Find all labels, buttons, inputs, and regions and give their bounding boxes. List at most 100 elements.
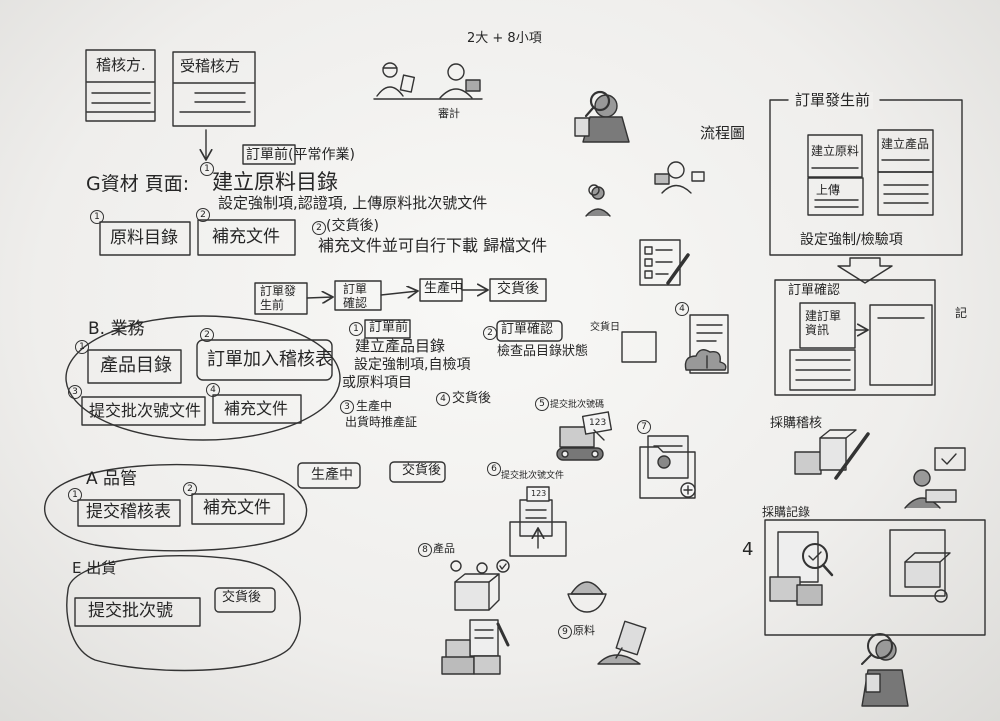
a-supplement-label: 補充文件	[203, 498, 271, 518]
b-note-marker: 4	[436, 392, 450, 406]
a-production-label: 生產中	[311, 467, 353, 483]
page-title: 2大 + 8小項	[467, 31, 542, 46]
submit-batch-doc-label: 提交批次號文件	[89, 401, 202, 420]
upload-label: 上傳	[816, 183, 841, 197]
g-after-detail: 補充文件並可自行下載 歸檔文件	[318, 236, 548, 255]
raw-material-marker: 9	[558, 625, 572, 639]
pre-order-title: 訂單發生前	[792, 91, 874, 110]
raw-material-catalog-label: 原料目錄	[110, 228, 178, 248]
stacked-boxes-icon	[441, 619, 510, 675]
person-with-box-icon	[654, 161, 705, 194]
a-section-outline	[44, 461, 446, 552]
b-note-marker: 2	[483, 326, 497, 340]
product-catalog-label: 產品目錄	[100, 355, 172, 376]
create-raw-material-label: 建立原料	[811, 144, 860, 158]
order-flow	[254, 278, 547, 315]
order-confirm-panel	[774, 279, 936, 396]
purchase-record-label: 採購記錄	[762, 505, 811, 519]
b-note-marker: 3	[340, 400, 354, 414]
a-after-label: 交貨後	[402, 463, 442, 478]
purchase-record-panel	[764, 519, 986, 636]
order-confirm-title: 訂單確認	[788, 283, 841, 298]
inspector-person-icon	[861, 633, 909, 707]
certificate-marker: 7	[637, 420, 651, 434]
g-button-marker: 2	[196, 208, 210, 222]
audit-people-icon	[373, 62, 483, 100]
b-section-outline	[65, 315, 563, 441]
b-button-marker: 1	[75, 340, 89, 354]
e-section-title: E 出貨	[72, 559, 117, 577]
b-note-production-title: 生產中	[356, 399, 393, 413]
pre-order-caption: 設定強制/檢驗項	[800, 232, 903, 248]
step-number: 4	[742, 539, 754, 560]
submit-audit-form-label: 提交稽核表	[86, 502, 171, 522]
b-note-confirm-title: 訂單確認	[501, 322, 554, 337]
g-detail: 設定強制項,認證項, 上傳原料批次號文件	[218, 194, 488, 212]
b-button-marker: 2	[200, 328, 214, 342]
grain-bowl-icon	[567, 581, 607, 613]
flowchart-down-arrow	[837, 257, 893, 284]
batch-document-marker: 6	[487, 462, 501, 476]
magnifier-person-icon	[574, 90, 630, 143]
b-note-marker: 1	[349, 322, 363, 336]
b-note-production-line: 出貨時推產証	[345, 415, 418, 429]
create-product-label: 建立產品	[881, 137, 930, 151]
raw-material-label: 原料	[573, 624, 595, 637]
flow-step-production: 生產中	[424, 281, 464, 296]
g-section-title: G資材 頁面:	[86, 173, 190, 195]
product-marker: 8	[418, 543, 432, 557]
batch-document-upload-icon	[509, 486, 567, 557]
purchase-audit-label: 採購稽核	[770, 416, 823, 431]
g-note: 訂單前(平常作業)	[246, 147, 355, 163]
g-button-marker: 1	[90, 210, 104, 224]
flow-step-pre-order: 訂單發生前	[260, 284, 297, 312]
order-info-label: 建訂單資訊	[805, 309, 842, 337]
delivery-label: 交貨日	[590, 322, 620, 333]
product-box-icon	[450, 559, 510, 611]
g-after-marker: 2	[312, 221, 326, 235]
b-note-line: 或原料項目	[342, 375, 412, 391]
batch-document-label: 提交批次號文件	[501, 471, 565, 481]
g-raw-catalog-box	[99, 221, 191, 256]
g-note-box	[242, 144, 296, 165]
b-note-pre-title: 訂單前	[369, 320, 409, 335]
pre-order-panel	[769, 99, 963, 256]
delivery-box	[621, 331, 657, 363]
batch-number-label: 提交批次號碼	[550, 400, 605, 410]
b-button-marker: 4	[206, 383, 220, 397]
b-note-line: 建立產品目錄	[355, 337, 446, 355]
batch-document-tag: 123	[531, 489, 547, 498]
g-heading: 建立原料目錄	[212, 170, 338, 194]
side-note: 記	[955, 306, 968, 320]
e-after-label: 交貨後	[222, 590, 262, 605]
g-after-title: (交貨後)	[326, 218, 379, 234]
b-section-title: B. 業務	[88, 319, 145, 339]
add-order-to-audit-label: 訂單加入稽核表	[207, 349, 333, 370]
raw-material-pour-icon	[597, 620, 647, 665]
flow-step-after-delivery: 交貨後	[497, 281, 539, 297]
batch-number-vehicle-icon	[556, 411, 613, 461]
flow-step-confirm: 訂單確認	[343, 282, 368, 310]
g-supplement-box	[197, 219, 296, 256]
product-label: 產品	[433, 542, 455, 555]
auditor-label: 稽核方.	[96, 56, 146, 74]
a-button-marker: 1	[68, 488, 82, 502]
g-supplement-label: 補充文件	[212, 227, 280, 247]
certificate-folder-icon	[639, 435, 696, 499]
g-note-marker: 1	[200, 162, 214, 176]
flowchart-label: 流程圖	[700, 124, 746, 142]
purchase-audit-icon	[794, 429, 966, 509]
document-marker: 4	[675, 302, 689, 316]
b-supplement-label: 補充文件	[224, 399, 289, 418]
e-section-outline	[66, 555, 301, 672]
b-note-line: 設定強制項,自檢項	[354, 357, 471, 373]
person-monitor-icon	[585, 184, 611, 217]
auditor-card	[85, 49, 156, 122]
audit-label: 審計	[438, 107, 460, 120]
b-note-after-title: 交貨後	[452, 391, 492, 406]
batch-number-marker: 5	[535, 397, 549, 411]
a-section-title: A 品管	[86, 469, 138, 489]
a-button-marker: 2	[183, 482, 197, 496]
